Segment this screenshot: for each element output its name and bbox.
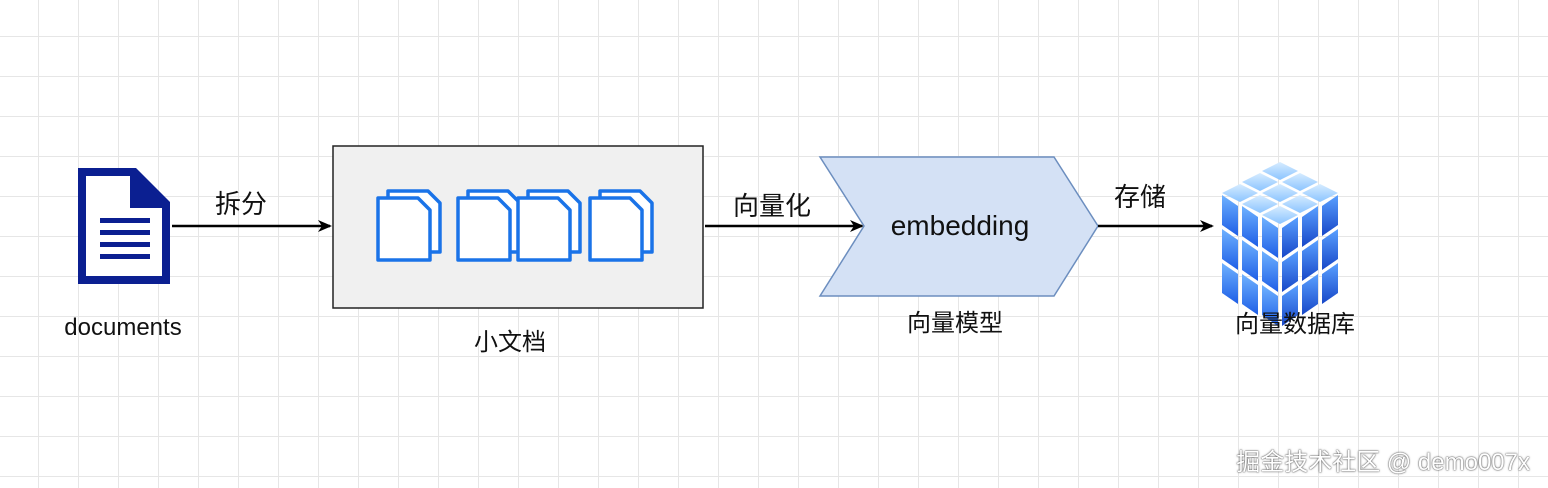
cube-cell (1322, 229, 1338, 270)
embedding-shape (818, 156, 1099, 297)
cube-cell (1222, 184, 1258, 202)
cube-cell (1282, 173, 1318, 191)
file-icon (516, 189, 582, 262)
cube-cell (1222, 263, 1238, 304)
cube-cell (1262, 162, 1298, 180)
cube-cell (1242, 195, 1278, 213)
file-icon (588, 189, 654, 262)
small-docs-label: 小文档 (474, 329, 546, 356)
cube-cell (1282, 217, 1298, 258)
file-icon (376, 189, 442, 262)
cube-database-icon (1222, 162, 1338, 326)
cube-cell (1222, 229, 1238, 270)
cube-cell (1242, 206, 1258, 247)
cube-cell (1302, 274, 1318, 315)
vectorize-edge-label: 向量化 (732, 191, 811, 221)
cube-cell (1262, 217, 1278, 258)
file-icon (456, 189, 522, 262)
store-edge-label: 存储 (1113, 182, 1166, 212)
cube-cell (1282, 285, 1298, 326)
cube-cell (1262, 206, 1298, 224)
cube-cell (1322, 195, 1338, 236)
file-stack-icon (376, 189, 654, 262)
watermark: 掘金技术社区 @ demo007x (1236, 449, 1530, 476)
vector-db-label: 向量数据库 (1235, 311, 1355, 338)
cube-cell (1262, 184, 1298, 202)
cube-cell (1302, 184, 1338, 202)
cube-cell (1282, 195, 1318, 213)
embedding-label: embedding (890, 210, 1030, 241)
cube-cell (1262, 285, 1278, 326)
cube-cell (1302, 240, 1318, 281)
cube-cell (1242, 173, 1278, 191)
cube-cell (1302, 206, 1318, 247)
cube-cell (1322, 263, 1338, 304)
cube-cell (1222, 195, 1238, 236)
cube-cell (1242, 240, 1258, 281)
documents-label: documents (64, 314, 182, 341)
cube-cell (1282, 251, 1298, 292)
split-edge-label: 拆分 (214, 189, 267, 219)
cube-cell (1262, 251, 1278, 292)
embedding-caption: 向量模型 (907, 310, 1003, 337)
cube-cell (1242, 274, 1258, 315)
document-icon (78, 168, 170, 284)
